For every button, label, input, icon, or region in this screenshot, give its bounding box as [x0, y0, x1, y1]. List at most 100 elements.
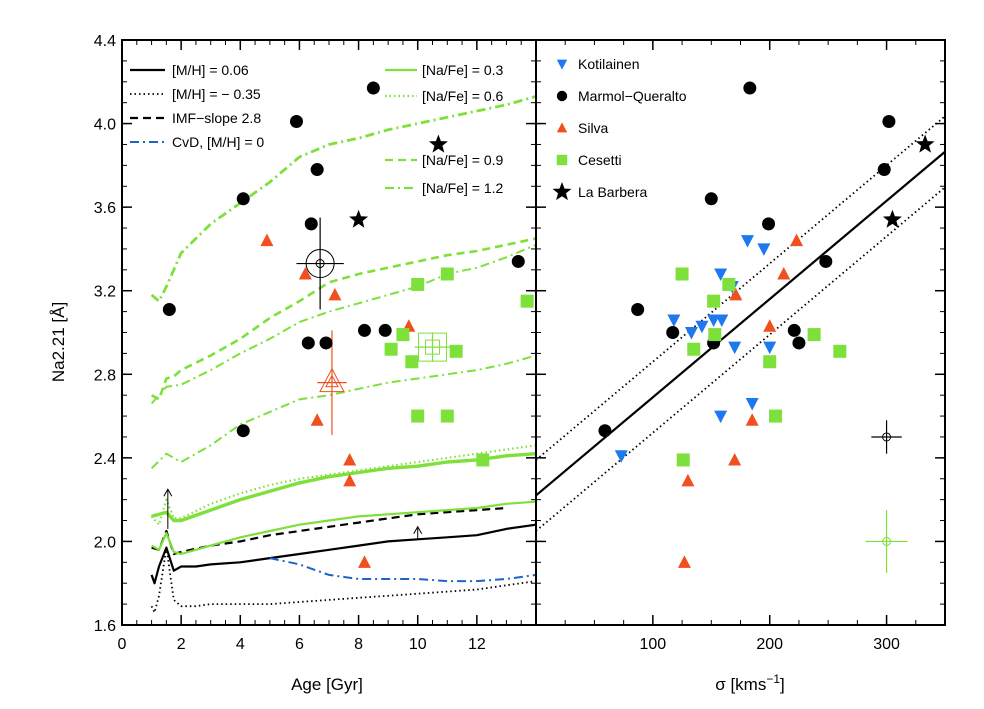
legend-label: [Na/Fe] = 0.9	[422, 152, 504, 168]
data-point-marmol-queralto	[787, 323, 801, 337]
left-y-tick-label: 2.4	[94, 451, 116, 468]
left-x-tick-label: 2	[177, 636, 186, 653]
left-y-tick-label: 1.6	[94, 618, 116, 635]
data-point-marmol-queralto	[882, 114, 896, 128]
left-x-tick-label: 4	[236, 636, 245, 653]
series-line-cvd-m-h-0	[269, 557, 537, 583]
right-x-axis-label: σ [kms−1]	[715, 672, 785, 694]
data-point-marmol-queralto	[743, 81, 757, 95]
right-panel: 100 200 300 KotilainenMarmol−QueraltoSilvaC…	[535, 39, 946, 653]
data-point-marmol-queralto	[162, 303, 176, 317]
left-error-symbol-marker	[315, 259, 325, 269]
series-line-m-h-0-35	[150, 546, 537, 614]
series-line-na-fe-0-6	[150, 444, 537, 526]
data-point-cesetti	[411, 409, 425, 423]
series-line-na-fe-1-2	[150, 95, 537, 303]
data-point-marmol-queralto	[236, 424, 250, 438]
data-point-cesetti	[707, 294, 721, 308]
legend-marker	[556, 90, 568, 102]
data-point-kotilainen	[667, 314, 681, 327]
data-point-kotilainen	[695, 320, 709, 334]
legend-label: Marmol−Queralto	[578, 88, 687, 104]
data-point-la-barbera	[882, 209, 902, 228]
left-error-symbol-marker	[319, 367, 345, 393]
data-point-la-barbera	[349, 209, 369, 228]
series-line-na-fe-0-9-dash-dot	[150, 243, 537, 405]
left-x-tick-label: 10	[409, 636, 427, 653]
data-point-cesetti	[396, 328, 410, 342]
data-point-kotilainen	[714, 410, 728, 424]
fit-line	[535, 150, 946, 497]
legend-label: [Na/Fe] = 0.3	[422, 62, 504, 78]
data-point-silva	[343, 452, 357, 466]
data-point-marmol-queralto	[666, 326, 680, 339]
left-y-tick-label: 4.4	[94, 33, 116, 50]
data-point-cesetti	[384, 342, 398, 356]
left-y-tick-label: 2.8	[94, 367, 116, 384]
data-point-kotilainen	[714, 268, 728, 281]
data-point-cesetti	[675, 267, 689, 281]
left-x-axis-label: Age [Gyr]	[291, 675, 363, 694]
y-axis-label: Na2.21 [Å]	[49, 302, 68, 382]
data-point-la-barbera	[915, 134, 935, 153]
data-point-cesetti	[405, 355, 419, 369]
data-point-marmol-queralto	[378, 323, 392, 337]
data-point-silva	[357, 555, 371, 568]
legend-marker	[556, 122, 568, 133]
data-point-kotilainen	[614, 450, 628, 463]
legend-label: Cesetti	[578, 152, 622, 168]
data-point-silva	[328, 287, 342, 301]
data-point-silva	[343, 473, 357, 487]
data-point-cesetti	[440, 267, 454, 281]
right-x-tick-label: 300	[873, 636, 900, 653]
legend-entry-la-barbera: La Barbera	[552, 182, 647, 201]
legend-label: CvD, [M/H] = 0	[172, 134, 264, 150]
left-x-tick-label: 8	[354, 636, 363, 653]
legend-label: Kotilainen	[578, 56, 640, 72]
data-point-silva	[777, 267, 791, 280]
right-error-symbol-marker	[882, 432, 892, 442]
data-point-la-barbera	[428, 134, 448, 153]
right-x-tick-label: 100	[640, 636, 667, 653]
data-point-kotilainen	[728, 341, 742, 355]
legend-label: [Na/Fe] = 1.2	[422, 180, 504, 196]
data-point-marmol-queralto	[301, 336, 315, 350]
data-point-marmol-queralto	[289, 114, 303, 128]
data-point-cesetti	[449, 344, 463, 358]
left-error-symbol-marker-inner	[425, 339, 440, 355]
legend-marker	[556, 59, 568, 70]
data-point-marmol-queralto	[366, 81, 380, 95]
data-point-cesetti	[708, 328, 722, 342]
data-point-marmol-queralto	[511, 254, 525, 268]
data-point-marmol-queralto	[319, 336, 333, 350]
data-point-marmol-queralto	[357, 323, 371, 337]
right-error-symbol-marker	[882, 536, 892, 546]
data-point-silva	[310, 413, 324, 426]
data-point-cesetti	[763, 355, 777, 369]
arrow-head	[163, 488, 173, 497]
legend-entry-kotilainen: Kotilainen	[556, 56, 640, 72]
data-point-cesetti	[520, 294, 534, 308]
data-point-marmol-queralto	[819, 254, 833, 268]
legend-marker	[552, 182, 572, 201]
data-point-cesetti	[476, 453, 490, 467]
data-point-silva	[729, 287, 743, 301]
data-point-marmol-queralto	[631, 303, 645, 317]
data-point-silva	[677, 555, 691, 568]
series-line-na-fe-0-9	[150, 237, 537, 401]
left-y-tick-label: 2.0	[94, 534, 116, 551]
left-x-tick-label: 6	[295, 636, 304, 653]
data-point-marmol-queralto	[877, 163, 891, 177]
data-point-marmol-queralto	[792, 336, 806, 350]
data-point-cesetti	[676, 453, 690, 467]
left-x-tick-label: 0	[118, 636, 127, 653]
data-point-cesetti	[769, 409, 783, 423]
data-point-kotilainen	[745, 398, 759, 411]
legend-label: Silva	[578, 120, 609, 136]
data-point-cesetti	[440, 409, 454, 423]
data-point-marmol-queralto	[236, 192, 250, 206]
legend-label: [M/H] = − 0.35	[172, 86, 261, 102]
data-point-marmol-queralto	[762, 217, 776, 231]
right-x-tick-label: 200	[756, 636, 783, 653]
